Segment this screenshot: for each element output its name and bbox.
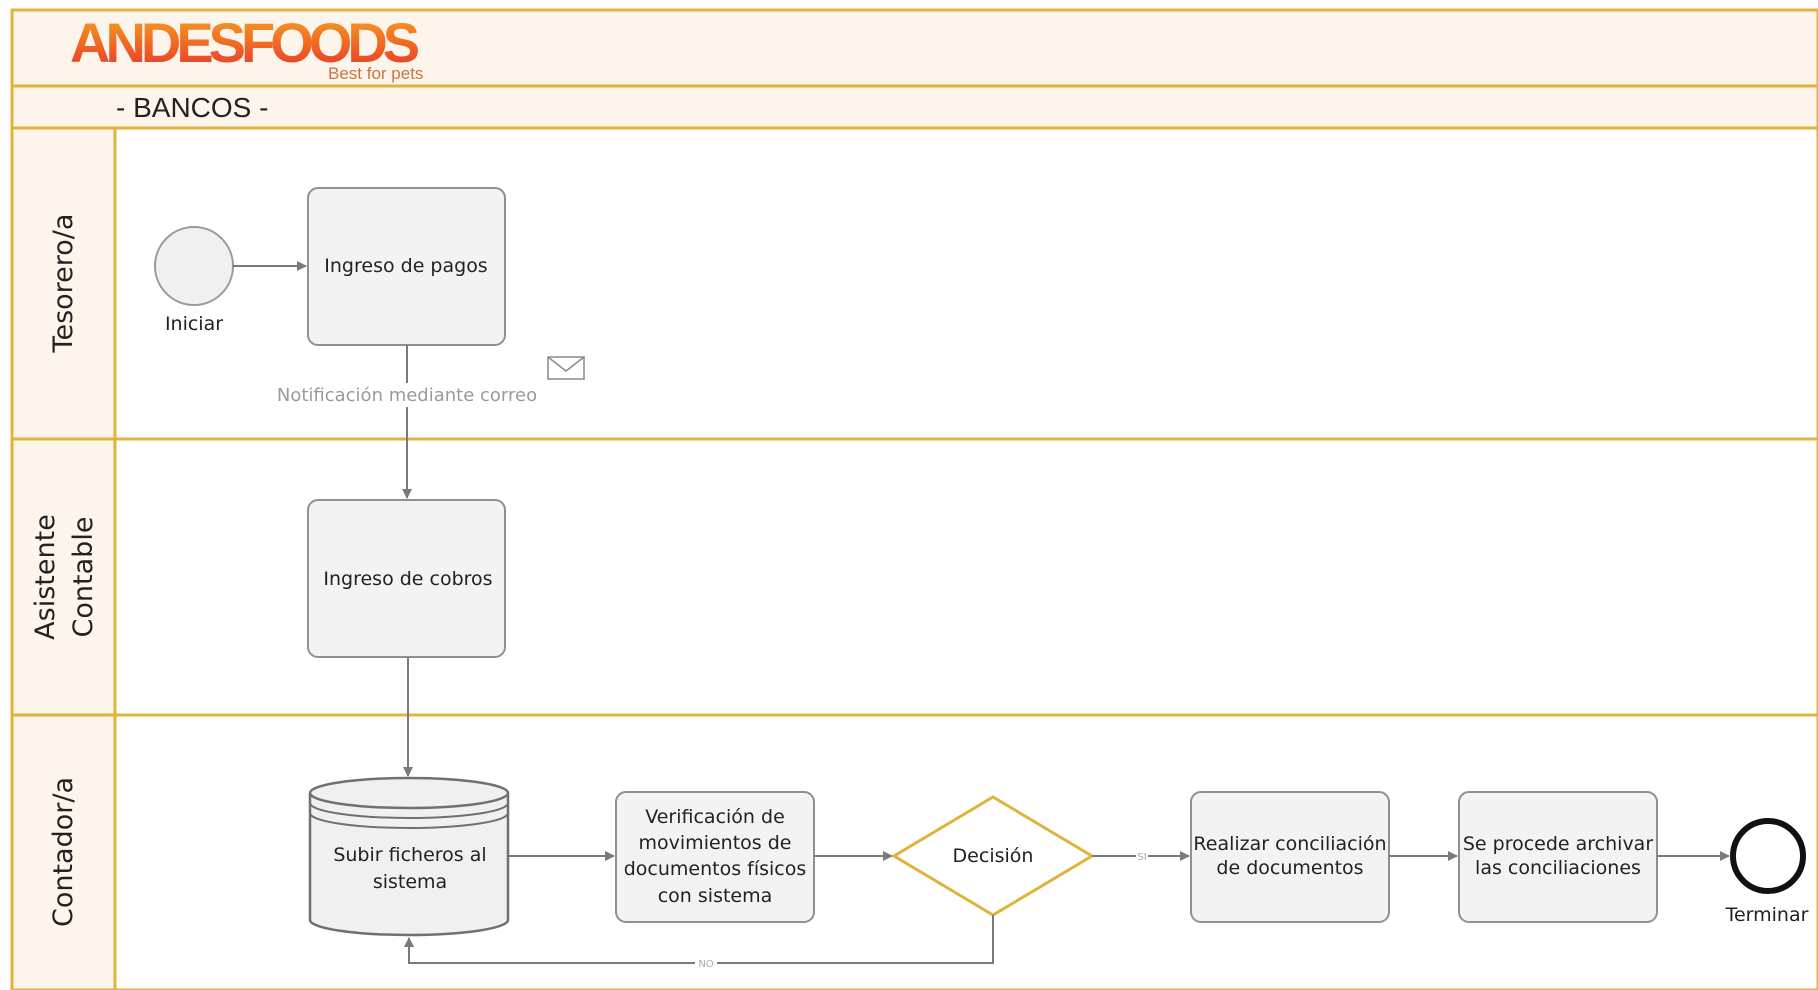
envelope-icon (547, 356, 585, 380)
lane-header-contador (10, 713, 117, 990)
brand-logo: ANDESFOODS Best for pets (70, 11, 424, 83)
end-event (1730, 818, 1806, 894)
task-ingreso-cobros (307, 499, 506, 658)
datastore-label-line1: Subir ficheros al (333, 844, 486, 866)
lane-asistente (10, 437, 1818, 717)
datastore-subir-ficheros (308, 776, 510, 937)
flow-mail-label: Notificación mediante correo (277, 385, 537, 406)
lane-label-tesorero: Tesorero/a (48, 214, 79, 354)
start-event (154, 226, 234, 306)
brand-name: ANDESFOODS (70, 11, 419, 74)
lane-label-contador: Contador/a (48, 777, 79, 927)
process-title: - BANCOS - (116, 92, 268, 123)
gateway-decision-label: Decisión (953, 845, 1034, 867)
start-event-label: Iniciar (165, 313, 223, 335)
task-conciliacion-line2: de documentos (1216, 857, 1363, 879)
flow-yes-label: SI (1137, 852, 1146, 863)
datastore-label-line2: sistema (373, 871, 447, 893)
yes-label-bg (1136, 850, 1148, 862)
task-archivar-line1: Se procede archivar (1463, 833, 1653, 855)
task-conciliacion-line1: Realizar conciliación (1193, 833, 1386, 855)
task-verificacion-line1: Verificación de (645, 806, 785, 828)
lane-label-asistente-line1: Asistente (30, 514, 61, 640)
task-verificacion-line3: documentos físicos (624, 858, 807, 880)
flow-no-label: NO (698, 959, 713, 970)
task-archivar-line2: las conciliaciones (1475, 857, 1641, 879)
lane-header-tesorero (10, 126, 117, 441)
task-ingreso-cobros-label: Ingreso de cobros (323, 568, 492, 590)
lane-label-asistente-line2: Contable (68, 517, 99, 638)
task-verificacion-line2: movimientos de (639, 832, 792, 854)
header-band (10, 8, 1818, 88)
end-event-label: Terminar (1725, 904, 1809, 926)
task-verificacion-line4: con sistema (658, 885, 773, 907)
no-label-bg (695, 956, 717, 969)
lane-header-asistente (10, 437, 117, 717)
task-ingreso-pagos-label: Ingreso de pagos (324, 255, 487, 277)
title-band (10, 84, 1818, 130)
brand-tagline: Best for pets (328, 64, 423, 83)
mail-label-bg (270, 383, 540, 407)
